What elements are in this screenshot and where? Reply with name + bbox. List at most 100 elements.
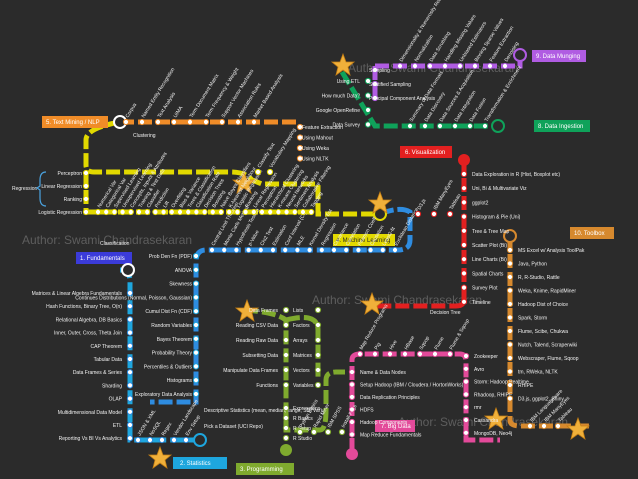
text-mining-diag-station-dot[interactable] [122, 118, 130, 126]
statistics-diag-station-dot[interactable] [221, 246, 228, 254]
toolbox-station-dot[interactable] [506, 341, 514, 348]
toolbox-station-dot[interactable] [506, 260, 514, 267]
machine-learning-diag-station-dot[interactable] [201, 208, 208, 216]
fundamentals-station-dot[interactable] [126, 382, 134, 389]
programming-station-dot[interactable] [282, 351, 290, 359]
statistics-station-dot[interactable] [192, 335, 200, 342]
big-data-station-dot[interactable] [462, 429, 470, 436]
programming-station-dot[interactable] [314, 366, 322, 374]
visualization-diag-station-dot[interactable] [414, 210, 422, 218]
visualization-diag-station-dot[interactable] [446, 210, 454, 218]
statistics-station-dot[interactable] [192, 266, 200, 273]
text-mining-station-dot[interactable] [296, 155, 304, 162]
toolbox-diag-station-dot[interactable] [540, 422, 548, 430]
data-munging-diag-station-dot[interactable] [441, 62, 449, 70]
data-munging-diag-station-dot[interactable] [471, 62, 479, 70]
statistics-diag-station-dot[interactable] [245, 246, 252, 254]
statistics-diag-station-dot[interactable] [330, 246, 338, 254]
visualization-station-dot[interactable] [460, 241, 468, 249]
big-data-diag-station-dot[interactable] [386, 350, 394, 358]
big-data-station-dot[interactable] [462, 391, 470, 398]
text-mining-diag-station-dot[interactable] [234, 118, 242, 126]
programming-station-dot[interactable] [314, 321, 322, 329]
programming-station-dot[interactable] [282, 321, 290, 329]
line-label-big-data[interactable]: 7. Big Data [375, 420, 415, 432]
machine-learning-diag-station-dot[interactable] [119, 208, 126, 216]
text-mining-diag-station-dot[interactable] [254, 168, 262, 176]
machine-learning-diag-station-dot[interactable] [152, 208, 159, 216]
statistics-station-dot[interactable] [192, 252, 200, 260]
machine-learning-diag-station-dot[interactable] [217, 208, 225, 216]
line-label-programming[interactable]: 3. Programming [236, 463, 294, 475]
data-ingestion-terminal[interactable] [491, 119, 505, 133]
machine-learning-diag-station-dot[interactable] [111, 208, 118, 216]
machine-learning-station-dot[interactable] [82, 208, 90, 216]
programming-station-dot[interactable] [282, 424, 290, 432]
machine-learning-diag-station-dot[interactable] [299, 208, 307, 216]
data-ingestion-diag-station-dot[interactable] [451, 122, 459, 130]
machine-learning-diag-station-dot[interactable] [209, 208, 216, 216]
visualization-station-dot[interactable] [460, 213, 468, 220]
big-data-station-dot[interactable] [462, 378, 470, 385]
toolbox-station-dot[interactable] [506, 314, 514, 321]
fundamentals-station-dot[interactable] [126, 289, 134, 297]
text-mining-diag-station-dot[interactable] [138, 118, 146, 126]
data-ingestion-diag-station-dot[interactable] [466, 122, 474, 130]
data-munging-terminal[interactable] [513, 48, 527, 62]
machine-learning-diag-station-dot[interactable] [283, 208, 290, 216]
big-data-station-dot[interactable] [348, 418, 356, 426]
visualization-diag-station-dot[interactable] [430, 210, 438, 218]
data-ingestion-diag-station-dot[interactable] [481, 122, 489, 130]
fundamentals-station-dot[interactable] [126, 329, 134, 336]
data-ingestion-station-dot[interactable] [364, 106, 372, 114]
toolbox-diag-station-dot[interactable] [554, 422, 562, 430]
machine-learning-diag-station-dot[interactable] [103, 208, 110, 216]
big-data-station-dot[interactable] [462, 404, 470, 411]
data-ingestion-diag-station-dot[interactable] [421, 122, 429, 130]
programming-station-dot[interactable] [314, 306, 322, 314]
statistics-station-dot[interactable] [192, 280, 200, 287]
big-data-station-dot[interactable] [348, 381, 356, 388]
visualization-station-dot[interactable] [460, 256, 468, 263]
machine-learning-station-dot[interactable] [82, 169, 90, 177]
text-mining-diag-station-dot[interactable] [186, 118, 194, 126]
toolbox-station-dot[interactable] [506, 354, 514, 362]
programming-station-dot[interactable] [282, 306, 290, 314]
fundamentals-diag-station-dot[interactable] [134, 436, 142, 444]
statistics-diag-station-dot[interactable] [391, 246, 399, 254]
data-munging-diag-station-dot[interactable] [501, 62, 509, 70]
machine-learning-diag-station-dot[interactable] [267, 208, 274, 216]
programming-station-dot[interactable] [282, 434, 290, 442]
statistics-diag-station-dot[interactable] [367, 246, 374, 254]
fundamentals-station-dot[interactable] [126, 421, 134, 429]
machine-learning-diag-station-dot[interactable] [168, 208, 175, 216]
machine-learning-diag-station-dot[interactable] [160, 208, 167, 216]
text-mining-station-dot[interactable] [296, 134, 304, 141]
statistics-diag-station-dot[interactable] [282, 246, 289, 254]
machine-learning-diag-station-dot[interactable] [308, 208, 315, 216]
machine-learning-diag-station-dot[interactable] [94, 208, 102, 216]
data-munging-station-dot[interactable] [371, 80, 379, 88]
big-data-station-dot[interactable] [462, 365, 470, 372]
text-mining-diag-station-dot[interactable] [218, 118, 226, 126]
data-ingestion-station-dot[interactable] [364, 77, 372, 85]
visualization-station-dot[interactable] [460, 185, 468, 192]
statistics-diag-station-dot[interactable] [208, 246, 216, 254]
fundamentals-diag-station-dot[interactable] [146, 436, 154, 444]
programming-station-dot[interactable] [282, 414, 290, 422]
toolbox-station-dot[interactable] [506, 381, 514, 389]
programming-diag-station-dot[interactable] [296, 428, 304, 436]
fundamentals-station-dot[interactable] [126, 316, 134, 323]
line-label-visualization[interactable]: 6. Visualization [400, 146, 452, 158]
statistics-diag-station-dot[interactable] [269, 246, 277, 254]
text-mining-station-dot[interactable] [296, 144, 304, 152]
big-data-diag-station-dot[interactable] [416, 350, 424, 358]
visualization-station-dot[interactable] [460, 298, 468, 305]
programming-diag-station-dot[interactable] [324, 428, 332, 436]
statistics-diag-station-dot[interactable] [294, 246, 301, 254]
programming-station-dot[interactable] [314, 336, 322, 344]
machine-learning-diag-station-dot[interactable] [258, 208, 266, 216]
big-data-station-dot[interactable] [462, 352, 470, 360]
fundamentals-station-dot[interactable] [126, 395, 134, 402]
statistics-station-dot[interactable] [192, 349, 200, 356]
